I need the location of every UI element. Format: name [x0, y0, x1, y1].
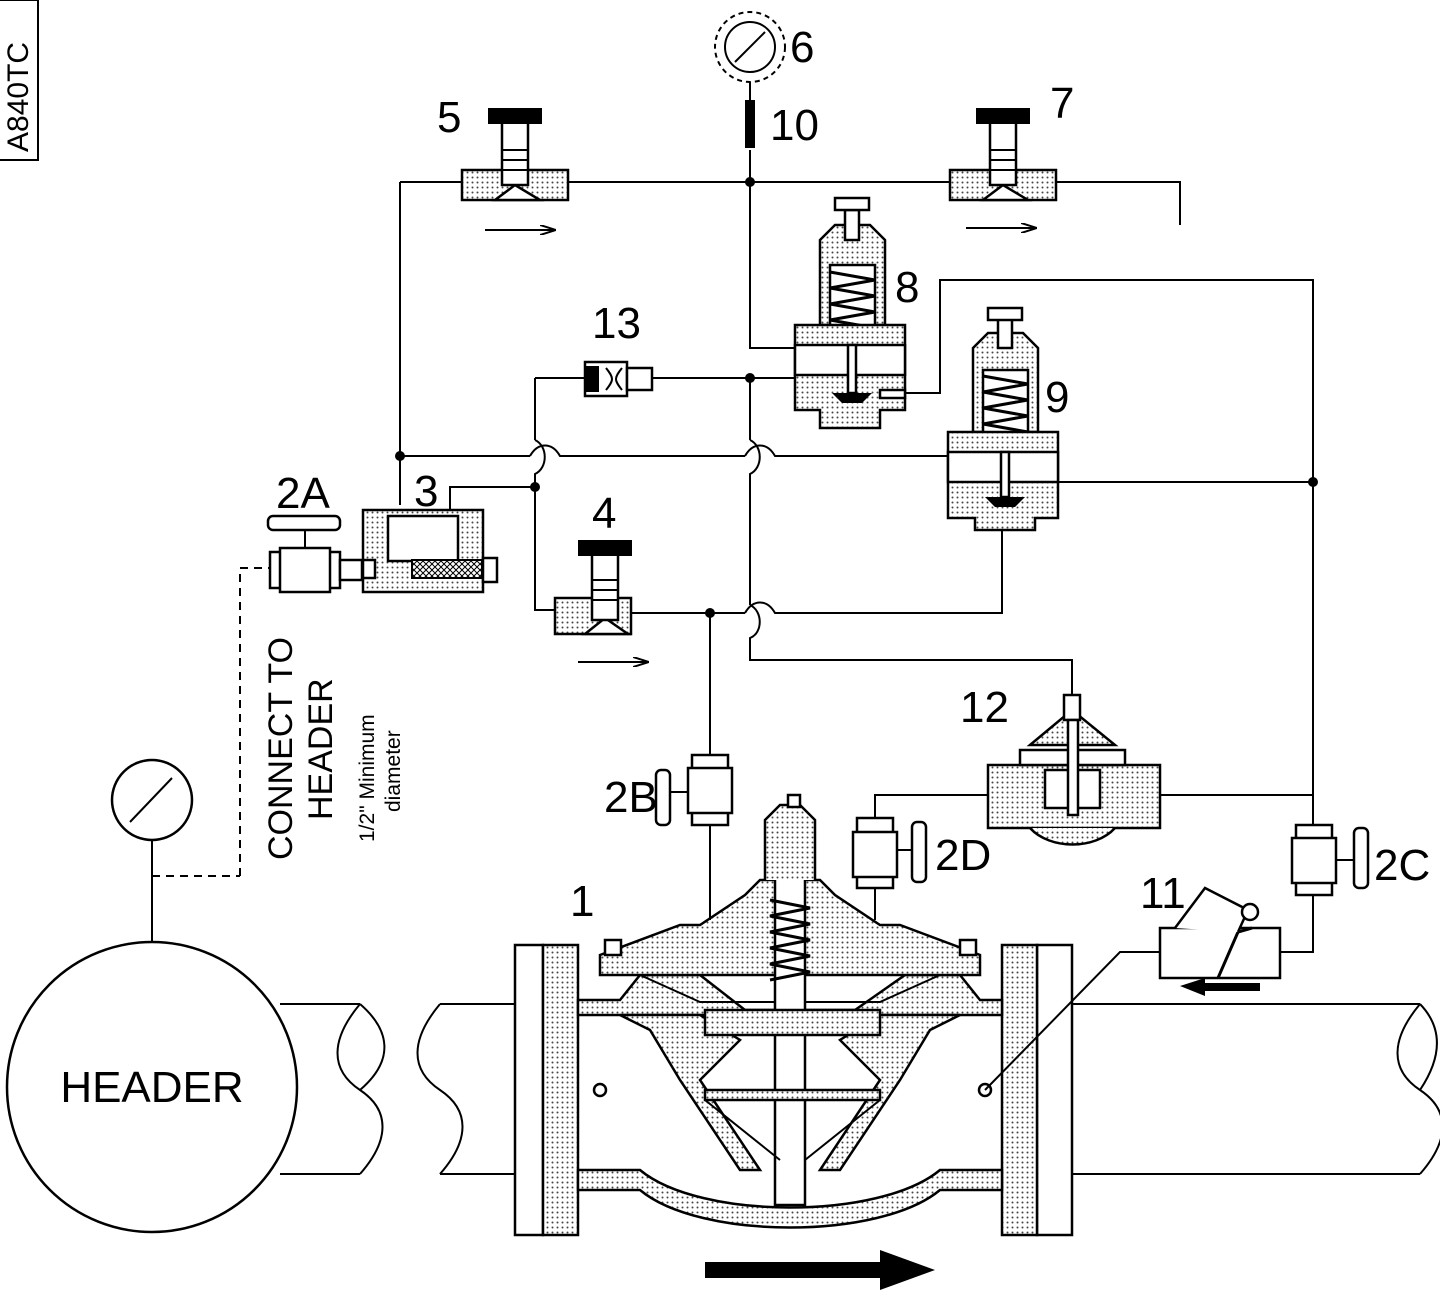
label-2d: 2D	[935, 831, 991, 880]
label-10: 10	[770, 101, 819, 150]
callout-labels: 1 2A 2B 2C 2D 3 4 5 6 7 8 9 10 11 12 13	[276, 23, 1430, 926]
label-2c: 2C	[1374, 841, 1430, 890]
ball-valve-2a	[268, 516, 362, 592]
valve-12	[988, 695, 1160, 845]
header-label: HEADER	[60, 1063, 243, 1112]
drawing-code-box: A840TC	[0, 0, 38, 160]
label-4: 4	[592, 489, 616, 538]
snubber-10	[745, 100, 755, 148]
needle-valve-5	[462, 108, 568, 200]
label-6: 6	[790, 23, 814, 72]
label-2b: 2B	[604, 773, 658, 822]
label-3: 3	[414, 467, 438, 516]
header-assembly: HEADER	[7, 568, 384, 1232]
label-1: 1	[570, 877, 594, 926]
ball-valve-2c	[1292, 825, 1368, 895]
label-11: 11	[1140, 869, 1186, 918]
label-7: 7	[1050, 79, 1074, 128]
pilot-valve-8	[795, 198, 905, 428]
check-flow-arrow-icon	[1180, 978, 1260, 996]
label-2a: 2A	[276, 469, 330, 518]
filter-3	[363, 510, 497, 592]
label-9: 9	[1045, 373, 1069, 422]
label-8: 8	[895, 263, 919, 312]
connect-note: CONNECT TO HEADER 1/2" Minimum diameter	[262, 637, 405, 860]
label-13: 13	[592, 299, 641, 348]
connect-line2: HEADER	[302, 678, 340, 820]
drawing-code: A840TC	[2, 42, 35, 152]
ball-valve-2d	[853, 818, 926, 888]
note-line1: 1/2" Minimum	[356, 714, 379, 842]
note-line2: diameter	[382, 730, 405, 812]
connect-line1: CONNECT TO	[262, 637, 300, 860]
pilot-valve-9	[948, 308, 1058, 530]
orifice-13	[585, 362, 652, 396]
needle-valve-4	[555, 540, 632, 634]
main-flow-arrow-icon	[705, 1250, 935, 1290]
label-5: 5	[437, 93, 461, 142]
ball-valve-2b	[656, 755, 732, 825]
label-12: 12	[960, 683, 1009, 732]
needle-valve-7	[950, 108, 1056, 200]
